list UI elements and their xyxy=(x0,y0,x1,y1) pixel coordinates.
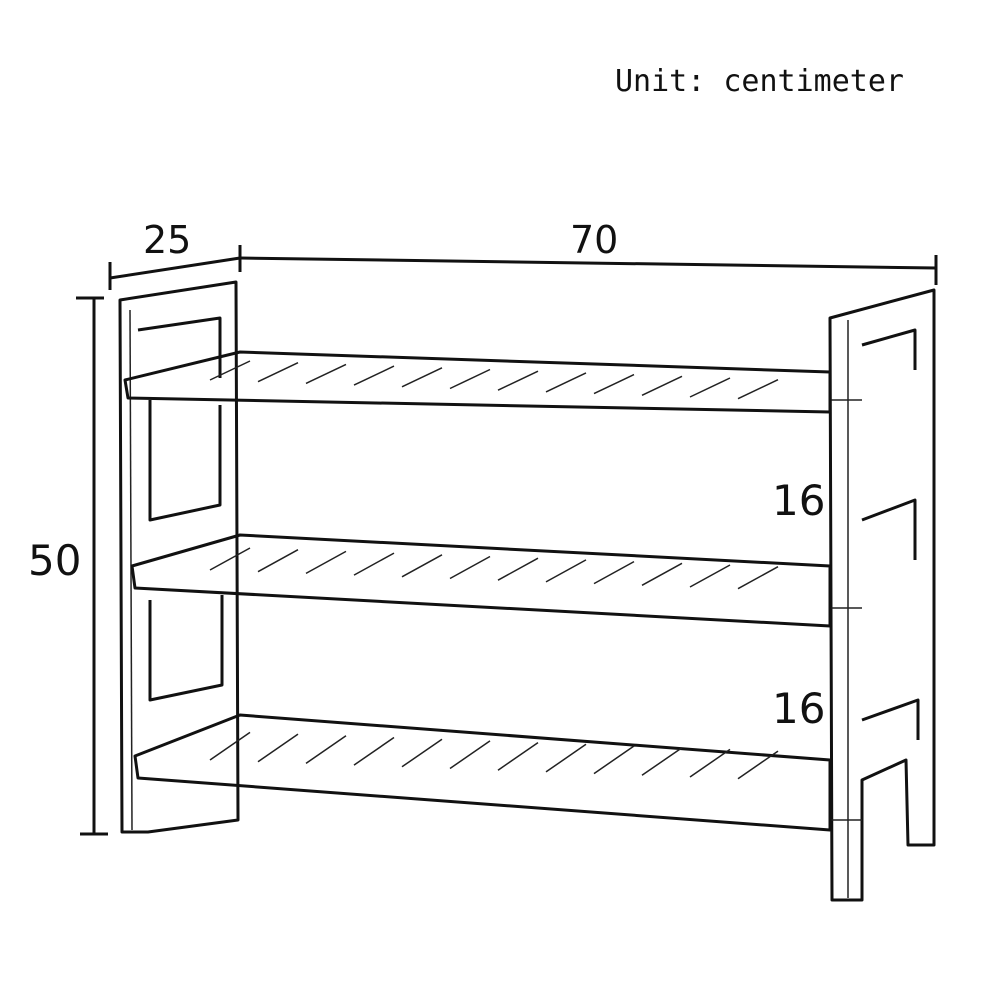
slat xyxy=(401,554,443,578)
slat xyxy=(257,362,299,383)
height-dimension: 50 xyxy=(28,536,82,585)
slat xyxy=(305,363,347,385)
slat xyxy=(209,547,251,571)
depth-dimension: 25 xyxy=(143,218,192,262)
slat xyxy=(593,373,635,395)
slat xyxy=(737,750,779,780)
slat xyxy=(353,552,395,576)
slat xyxy=(689,564,731,588)
upper-shelf-gap-dimension: 16 xyxy=(772,476,826,525)
slat xyxy=(449,555,491,580)
slat xyxy=(545,743,587,773)
slat xyxy=(689,748,731,778)
slat xyxy=(737,566,779,590)
slat xyxy=(401,738,443,768)
slat xyxy=(401,367,443,388)
slat xyxy=(737,379,779,400)
unit-label: Unit: centimeter xyxy=(615,64,904,99)
slat xyxy=(593,560,635,585)
left-side-frame xyxy=(118,280,240,834)
slat xyxy=(497,557,539,581)
slat xyxy=(305,550,347,575)
shelves xyxy=(123,350,832,832)
slat xyxy=(353,736,395,766)
slat xyxy=(689,377,731,398)
slat xyxy=(305,735,347,765)
slat xyxy=(257,549,299,573)
right-side-frame xyxy=(828,288,936,902)
slat xyxy=(545,372,587,393)
width-dimension: 70 xyxy=(570,218,619,262)
slat xyxy=(593,745,635,775)
slat xyxy=(449,368,491,390)
lower-shelf-gap-dimension: 16 xyxy=(772,684,826,733)
dimension-lines xyxy=(76,245,938,836)
slat xyxy=(449,740,491,770)
slat xyxy=(257,733,299,763)
slat xyxy=(497,370,539,391)
slat xyxy=(641,747,683,776)
slat xyxy=(497,741,539,771)
shelf-slats xyxy=(209,360,779,780)
slat xyxy=(641,375,683,396)
slat xyxy=(641,562,683,586)
slat xyxy=(545,559,587,583)
slat xyxy=(209,360,251,381)
slat xyxy=(353,365,395,386)
slat xyxy=(209,731,251,761)
